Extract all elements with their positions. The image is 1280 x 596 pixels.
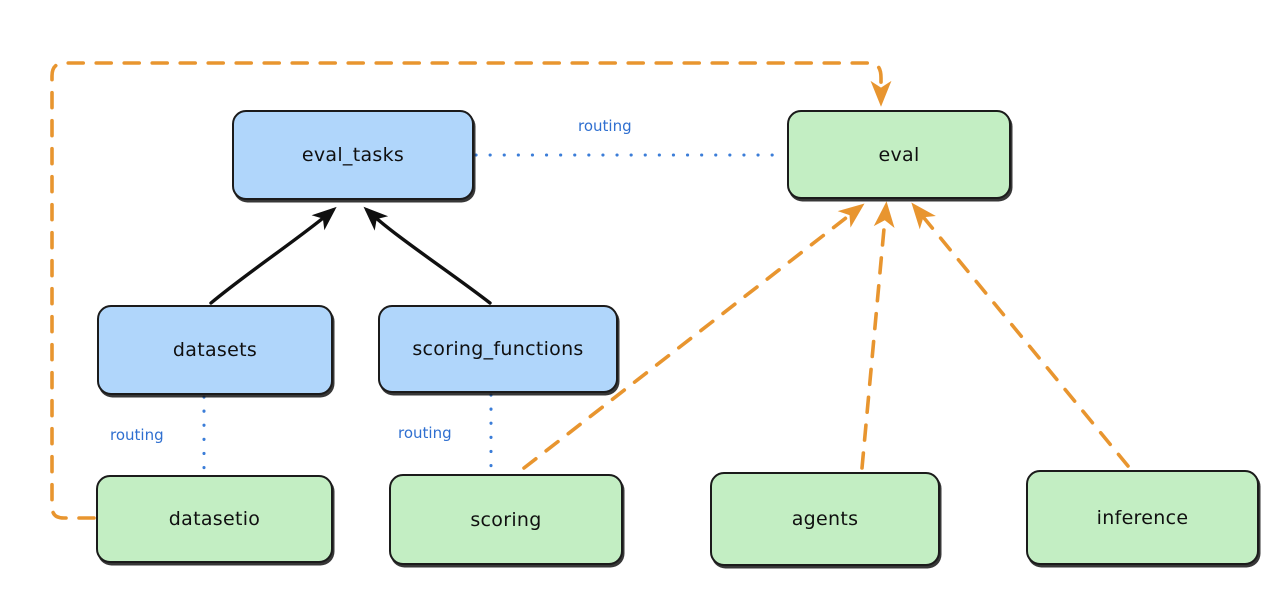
node-datasets[interactable]: datasets (97, 305, 333, 395)
node-label-datasetio: datasetio (168, 508, 261, 530)
node-agents[interactable]: agents (710, 472, 940, 566)
node-label-eval_tasks: eval_tasks (301, 144, 405, 166)
edge-datasets-to-eval_tasks (209, 206, 337, 305)
node-inference[interactable]: inference (1026, 470, 1259, 565)
edge-label-routing-datasetio: routing (110, 426, 164, 444)
node-datasetio[interactable]: datasetio (96, 475, 333, 563)
node-scoring_functions[interactable]: scoring_functions (378, 305, 618, 393)
edge-label-routing-eval: routing (578, 117, 632, 135)
node-label-scoring: scoring (470, 508, 542, 531)
node-label-datasets: datasets (172, 339, 258, 361)
node-label-eval: eval (878, 143, 920, 166)
node-label-inference: inference (1096, 506, 1189, 529)
node-label-scoring_functions: scoring_functions (412, 338, 584, 360)
node-eval_tasks[interactable]: eval_tasks (232, 110, 474, 200)
node-scoring[interactable]: scoring (389, 474, 623, 565)
edge-agents-to-eval (860, 201, 895, 470)
edge-label-routing-scoring: routing (398, 424, 452, 442)
edge-inference-to-eval (911, 202, 1130, 468)
node-label-agents: agents (791, 508, 859, 530)
edge-scoring_functions-to-eval_tasks (363, 206, 492, 305)
node-eval[interactable]: eval (787, 110, 1011, 199)
